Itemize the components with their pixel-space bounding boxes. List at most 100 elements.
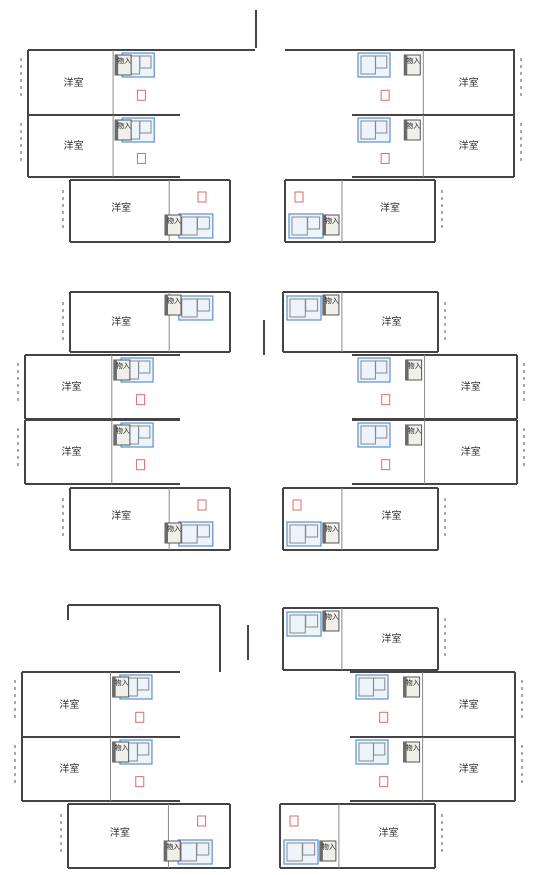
closet-wall <box>165 295 168 315</box>
sink-fixture <box>197 298 210 312</box>
room-label: 洋室 <box>459 76 479 89</box>
red-marker <box>289 815 299 827</box>
window-mark <box>20 130 22 133</box>
sink-fixture <box>373 677 386 691</box>
closet-wall <box>165 523 168 543</box>
closet-wall <box>404 55 408 75</box>
sink-fixture <box>375 360 388 374</box>
closet-label: 物入 <box>325 612 339 621</box>
window-mark <box>523 442 525 445</box>
window-mark <box>441 197 443 200</box>
window-mark <box>444 302 446 305</box>
window-mark <box>444 632 446 635</box>
room-label: 洋室 <box>111 509 131 522</box>
closet-wall <box>322 523 326 543</box>
closet-wall <box>323 215 326 235</box>
window-mark <box>17 384 19 387</box>
window-mark <box>14 766 16 769</box>
sink-fixture <box>137 742 150 756</box>
window-mark <box>20 65 22 68</box>
window-mark <box>17 377 19 380</box>
window-mark <box>520 58 522 61</box>
red-marker <box>379 776 389 788</box>
room-label: 洋室 <box>380 201 400 214</box>
window-mark <box>521 715 523 718</box>
closet-label: 物入 <box>117 121 131 130</box>
red-marker <box>292 499 302 511</box>
closet-label: 物入 <box>408 426 422 435</box>
window-mark <box>444 323 446 326</box>
window-mark <box>521 694 523 697</box>
closet-label: 物入 <box>167 296 181 305</box>
window-mark <box>14 759 16 762</box>
window-mark <box>520 151 522 154</box>
closet-label: 物入 <box>167 216 181 225</box>
closet-label: 物入 <box>325 216 339 225</box>
red-marker <box>197 499 207 511</box>
window-mark <box>444 505 446 508</box>
bathroom <box>283 839 319 865</box>
window-mark <box>62 316 64 319</box>
window-mark <box>62 225 64 228</box>
window-mark <box>14 745 16 748</box>
room-label: 洋室 <box>62 445 82 458</box>
window-mark <box>14 715 16 718</box>
room-label: 洋室 <box>459 762 479 775</box>
closet-wall <box>322 295 326 315</box>
red-marker <box>136 89 146 101</box>
closet-label: 物入 <box>166 842 180 851</box>
window-mark <box>523 398 525 401</box>
closet-label: 物入 <box>167 524 181 533</box>
window-mark <box>14 694 16 697</box>
window-mark <box>20 58 22 61</box>
bathroom <box>178 213 214 239</box>
closet-label: 物入 <box>117 56 131 65</box>
red-marker <box>136 394 146 406</box>
window-mark <box>20 144 22 147</box>
room-label: 洋室 <box>111 315 131 328</box>
bathroom <box>357 117 391 143</box>
closet-wall <box>113 360 117 380</box>
window-mark <box>523 384 525 387</box>
closet-wall <box>164 841 168 861</box>
closet-label: 物入 <box>406 56 420 65</box>
sink-fixture <box>375 55 388 69</box>
window-mark <box>62 211 64 214</box>
room-label: 洋室 <box>64 76 84 89</box>
closet-wall <box>165 215 168 235</box>
red-marker <box>197 191 207 203</box>
window-mark <box>20 72 22 75</box>
window-mark <box>523 391 525 394</box>
window-mark <box>521 701 523 704</box>
sink-fixture <box>307 216 321 230</box>
room-label: 洋室 <box>59 698 79 711</box>
window-mark <box>14 680 16 683</box>
closet-wall <box>403 677 407 697</box>
window-mark <box>62 204 64 207</box>
window-mark <box>62 330 64 333</box>
red-marker <box>380 89 390 101</box>
room-label: 洋室 <box>459 139 479 152</box>
window-mark <box>60 821 62 824</box>
window-mark <box>444 498 446 501</box>
sink-fixture <box>137 677 150 691</box>
window-mark <box>14 708 16 711</box>
red-marker <box>135 776 145 788</box>
window-mark <box>523 377 525 380</box>
closet-label: 物入 <box>115 678 129 687</box>
window-mark <box>520 86 522 89</box>
window-mark <box>20 158 22 161</box>
closet-wall <box>322 611 326 631</box>
closet-label: 物入 <box>115 743 129 752</box>
bathroom <box>177 839 213 865</box>
window-mark <box>60 814 62 817</box>
window-mark <box>521 766 523 769</box>
window-mark <box>14 752 16 755</box>
window-mark <box>441 218 443 221</box>
window-mark <box>14 773 16 776</box>
bathroom <box>178 295 214 321</box>
window-mark <box>444 519 446 522</box>
window-mark <box>60 828 62 831</box>
window-mark <box>62 519 64 522</box>
